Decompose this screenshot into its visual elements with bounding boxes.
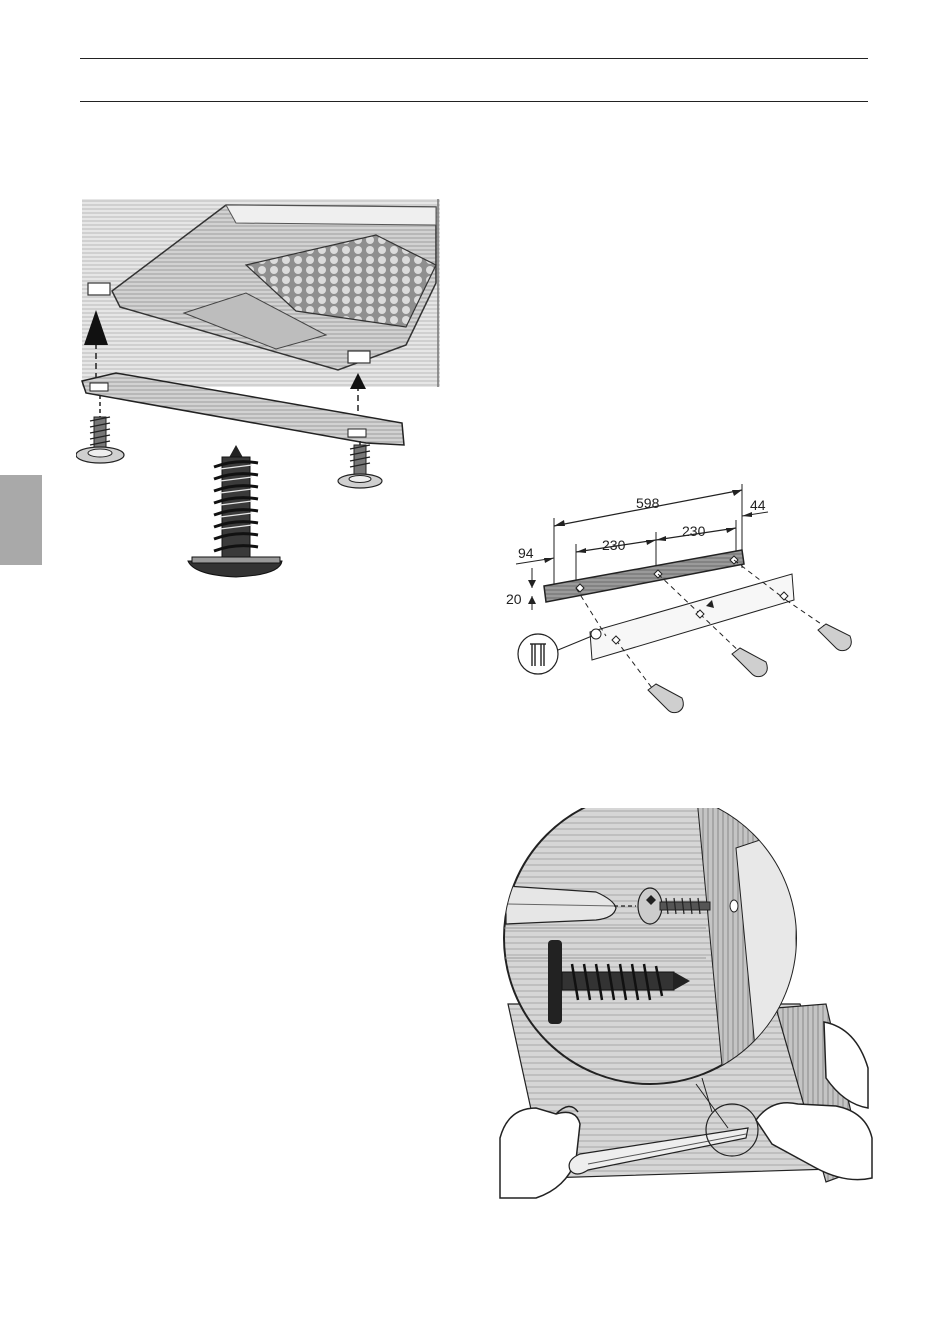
drill-symbol-icon: [518, 634, 592, 674]
screw-large-icon: [188, 445, 282, 577]
wall-bracket: [544, 550, 744, 602]
dim-230-right-label: 230: [682, 523, 706, 539]
wall-plug-icon: [648, 624, 851, 713]
figure-hood-mounting: [76, 195, 456, 585]
header-rule-top: [80, 58, 868, 59]
dim-44-label: 44: [750, 497, 766, 513]
section-side-tab: [0, 475, 42, 565]
dim-230-left-label: 230: [602, 537, 626, 553]
left-hand: [500, 1108, 580, 1198]
screw-small-right-icon: [338, 441, 382, 488]
dim-598-label: 598: [636, 495, 660, 511]
dim-94-label: 94: [518, 545, 534, 561]
figure-screw-installation: [496, 808, 876, 1202]
header-rule-bottom: [80, 101, 868, 102]
screw-small-left-icon: [76, 395, 124, 463]
figure-bracket-dimensions: 598 44 230 230 94 20: [496, 484, 876, 720]
dim-20-label: 20: [506, 591, 522, 607]
